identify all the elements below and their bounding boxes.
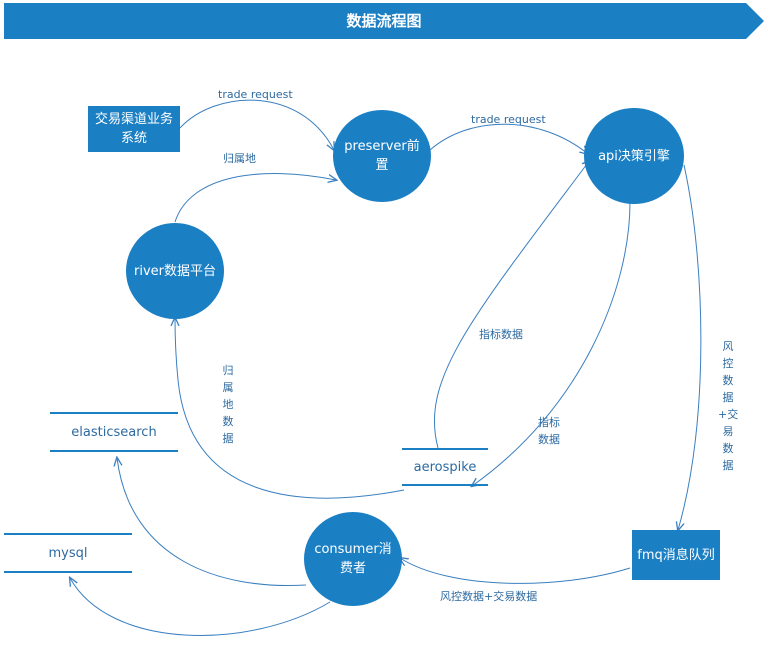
node-preserver[interactable]: preserver前置 [333,110,431,202]
store-aerospike[interactable]: aerospike [402,448,488,486]
label-home-location-data: 归属地数据 [222,364,234,445]
label-risk-trade-horizontal: 风控数据+交易数据 [440,590,538,603]
node-api-engine[interactable]: api决策引擎 [584,108,684,204]
edge-home-location-data [175,318,405,499]
store-elasticsearch[interactable]: elasticsearch [50,412,178,452]
edge-risk-trade-horizontal [400,558,631,584]
edge-risk-trade-vertical [678,164,702,530]
edge-trade-request-1 [179,99,334,150]
label-risk-trade-vertical: 风控数据+交易数据 [718,340,739,472]
page-title: 数据流程图 [346,12,422,30]
node-consumer[interactable]: consumer消费者 [304,512,402,606]
edge-home-location [174,173,336,223]
title-banner-wrap: 数据流程图 [4,3,764,39]
node-river[interactable]: river数据平台 [126,223,224,319]
store-mysql[interactable]: mysql [4,533,132,573]
label-indicator-up: 指标数据 [479,328,523,341]
node-fmq[interactable]: fmq消息队列 [632,530,720,580]
title-banner [4,3,764,39]
label-trade-request-2: trade request [471,113,546,126]
edge-indicator-down [472,201,631,486]
label-home-location: 归属地 [223,152,256,165]
label-trade-request-1: trade request [218,88,293,101]
edge-trade-request-2 [429,123,588,154]
edge-indicator-up [434,160,590,449]
edge-to-elasticsearch [117,458,307,587]
label-indicator-down: 指标数据 [538,416,560,446]
node-trading-system[interactable]: 交易渠道业务系统 [88,106,180,152]
edge-to-mysql [70,578,331,636]
